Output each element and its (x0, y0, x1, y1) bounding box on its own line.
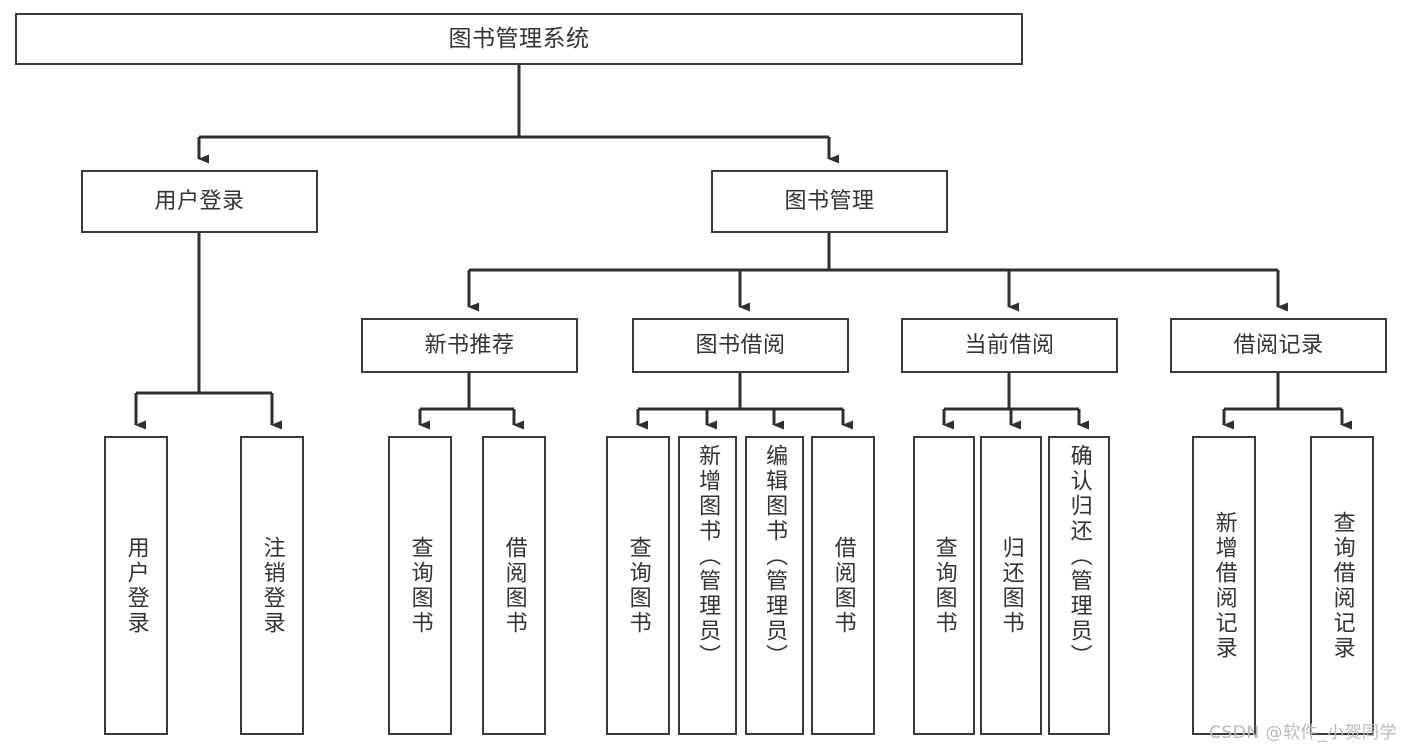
node-borrow-record[interactable]: 借阅记录 (1170, 318, 1387, 373)
node-leaf-edit-book[interactable]: 编辑图书（管理员） (745, 436, 804, 735)
node-leaf-user-login[interactable]: 用户登录 (104, 436, 168, 735)
node-book-borrow[interactable]: 图书借阅 (632, 318, 849, 373)
watermark-text: CSDN @软件_小贺同学 (1209, 723, 1397, 743)
node-root[interactable]: 图书管理系统 (15, 13, 1023, 65)
node-leaf-add-book[interactable]: 新增图书（管理员） (678, 436, 737, 735)
node-leaf-user-logout[interactable]: 注销登录 (240, 436, 304, 735)
node-user-login[interactable]: 用户登录 (81, 170, 318, 233)
node-leaf-query-book-2[interactable]: 查询图书 (606, 436, 670, 735)
node-leaf-confirm-return[interactable]: 确认归还（管理员） (1048, 436, 1110, 735)
node-leaf-borrow-book-1[interactable]: 借阅图书 (482, 436, 546, 735)
node-leaf-return-book[interactable]: 归还图书 (980, 436, 1042, 735)
node-new-book-recommend[interactable]: 新书推荐 (361, 318, 578, 373)
node-book-management[interactable]: 图书管理 (711, 170, 948, 233)
node-leaf-add-record[interactable]: 新增借阅记录 (1192, 436, 1256, 735)
node-leaf-query-book-3[interactable]: 查询图书 (913, 436, 975, 735)
node-current-borrow[interactable]: 当前借阅 (901, 318, 1118, 373)
node-leaf-query-record[interactable]: 查询借阅记录 (1310, 436, 1374, 735)
node-leaf-query-book-1[interactable]: 查询图书 (388, 436, 452, 735)
node-leaf-borrow-book-2[interactable]: 借阅图书 (811, 436, 875, 735)
